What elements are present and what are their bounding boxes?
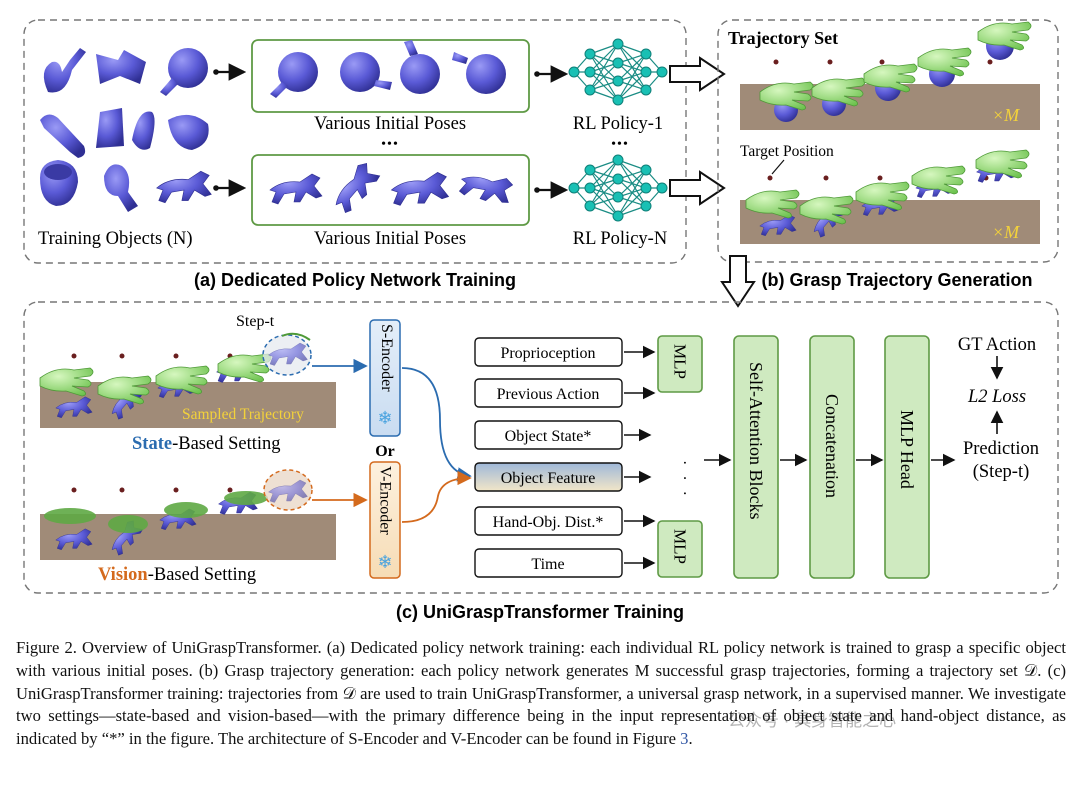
figure-3-link[interactable]: 3 — [680, 729, 689, 749]
caption-end: . — [688, 729, 693, 749]
state-target-markers — [71, 353, 233, 359]
object-to-pose-arrows — [213, 63, 247, 197]
v-encoder-frozen-icon: ❄ — [377, 552, 392, 572]
target-position-pointer — [771, 159, 785, 175]
concatenation-label: Concatenation — [822, 394, 842, 498]
state-suffix: -Based Setting — [172, 434, 280, 454]
grasp-sequence-top — [759, 21, 1032, 122]
vision-target-markers — [71, 487, 233, 493]
gt-action-label: GT Action — [958, 335, 1036, 355]
mlp-top-label: MLP — [671, 344, 690, 379]
concatenation-box — [809, 335, 855, 579]
v-encoder-box — [369, 461, 401, 579]
token-arrows — [624, 345, 656, 570]
mlp-box-top — [657, 335, 703, 393]
time-label: Time — [531, 556, 564, 573]
trajectory-to-training-arrow — [720, 255, 756, 308]
or-label: Or — [375, 443, 395, 460]
training-objects-label: Training Objects (N) — [38, 229, 193, 249]
policy-ellipsis: ••• — [611, 137, 629, 152]
step-t-label: Step-t — [236, 313, 275, 330]
figure-caption: Figure 2. Overview of UniGraspTransforme… — [16, 637, 1066, 751]
poses-label-bottom: Various Initial Poses — [314, 229, 466, 249]
training-object-thumbnails — [40, 48, 212, 212]
panel-b-title: (b) Grasp Trajectory Generation — [761, 270, 1032, 290]
v-encoder-label: V-Encoder — [377, 466, 394, 535]
vision-suffix: -Based Setting — [148, 565, 256, 585]
object-feature-box — [474, 462, 623, 492]
proprioception-label: Proprioception — [500, 345, 595, 362]
object-feature-label: Object Feature — [501, 470, 596, 487]
previous-action-label: Previous Action — [497, 386, 600, 403]
time-box — [474, 548, 623, 578]
mlp-head-label: MLP Head — [897, 410, 917, 489]
input-token-boxes: Proprioception Previous Action Object St… — [474, 337, 623, 578]
policy-n-label: RL Policy-N — [573, 229, 667, 249]
state-setting-label: State-Based Setting — [132, 434, 281, 454]
object-state-label: Object State* — [505, 428, 592, 445]
self-attention-box — [733, 335, 779, 579]
watermark: 公众号 · 具身智能之心 — [728, 711, 896, 730]
pose-to-policy-arrows — [534, 65, 569, 199]
l2-loss-label: L2 Loss — [967, 387, 1026, 407]
vision-word: Vision — [98, 565, 148, 585]
s-encoder-label: S-Encoder — [378, 324, 395, 392]
policy-network-icon-1 — [568, 38, 668, 106]
times-m-bottom: ×M — [992, 222, 1020, 242]
trajectory-set-label: Trajectory Set — [728, 28, 838, 48]
poses-label-top: Various Initial Poses — [314, 114, 466, 134]
poses-box-bottom — [251, 154, 530, 226]
policy-1-label: RL Policy-1 — [573, 114, 663, 134]
proprioception-box — [474, 337, 623, 367]
target-position-label: Target Position — [740, 143, 834, 160]
object-state-box — [474, 420, 623, 450]
previous-action-box — [474, 378, 623, 408]
mlp-box-bottom — [657, 520, 703, 578]
panel-a-border — [23, 19, 687, 264]
policy-to-trajectory-arrows — [669, 56, 726, 206]
vision-setting-label: Vision-Based Setting — [98, 565, 256, 585]
prediction-label: Prediction — [963, 439, 1039, 459]
caption-text: Figure 2. Overview of UniGraspTransforme… — [16, 638, 1066, 749]
pose-samples-bottom — [269, 158, 517, 216]
sampled-trajectory-label: Sampled Trajectory — [182, 406, 304, 423]
v-encoder-to-feature-arrow — [401, 470, 472, 523]
hand-obj-dist-box — [474, 506, 623, 536]
poses-ellipsis: ••• — [381, 137, 399, 152]
token-ellipsis: · · · — [676, 460, 693, 499]
pose-samples-top — [270, 40, 506, 98]
panel-b-border — [717, 19, 1059, 263]
times-m-top: ×M — [992, 105, 1020, 125]
poses-box-top — [251, 39, 530, 113]
self-attention-label: Self-Attention Blocks — [746, 362, 766, 519]
s-encoder-frozen-icon: ❄ — [377, 408, 392, 428]
prediction-step-label: (Step-t) — [973, 462, 1030, 482]
vision-trajectory — [44, 491, 268, 558]
hand-obj-dist-label: Hand-Obj. Dist.* — [493, 514, 604, 531]
mlp-bottom-label: MLP — [671, 529, 690, 564]
panel-a-title: (a) Dedicated Policy Network Training — [194, 270, 516, 290]
state-word: State — [132, 434, 172, 454]
policy-network-icon-n — [568, 154, 668, 222]
panel-c-title: (c) UniGraspTransformer Training — [396, 602, 684, 622]
s-encoder-box — [369, 319, 401, 437]
mlp-head-box — [884, 335, 930, 579]
s-encoder-to-feature-arrow — [401, 367, 472, 482]
panel-c-border — [23, 301, 1059, 594]
